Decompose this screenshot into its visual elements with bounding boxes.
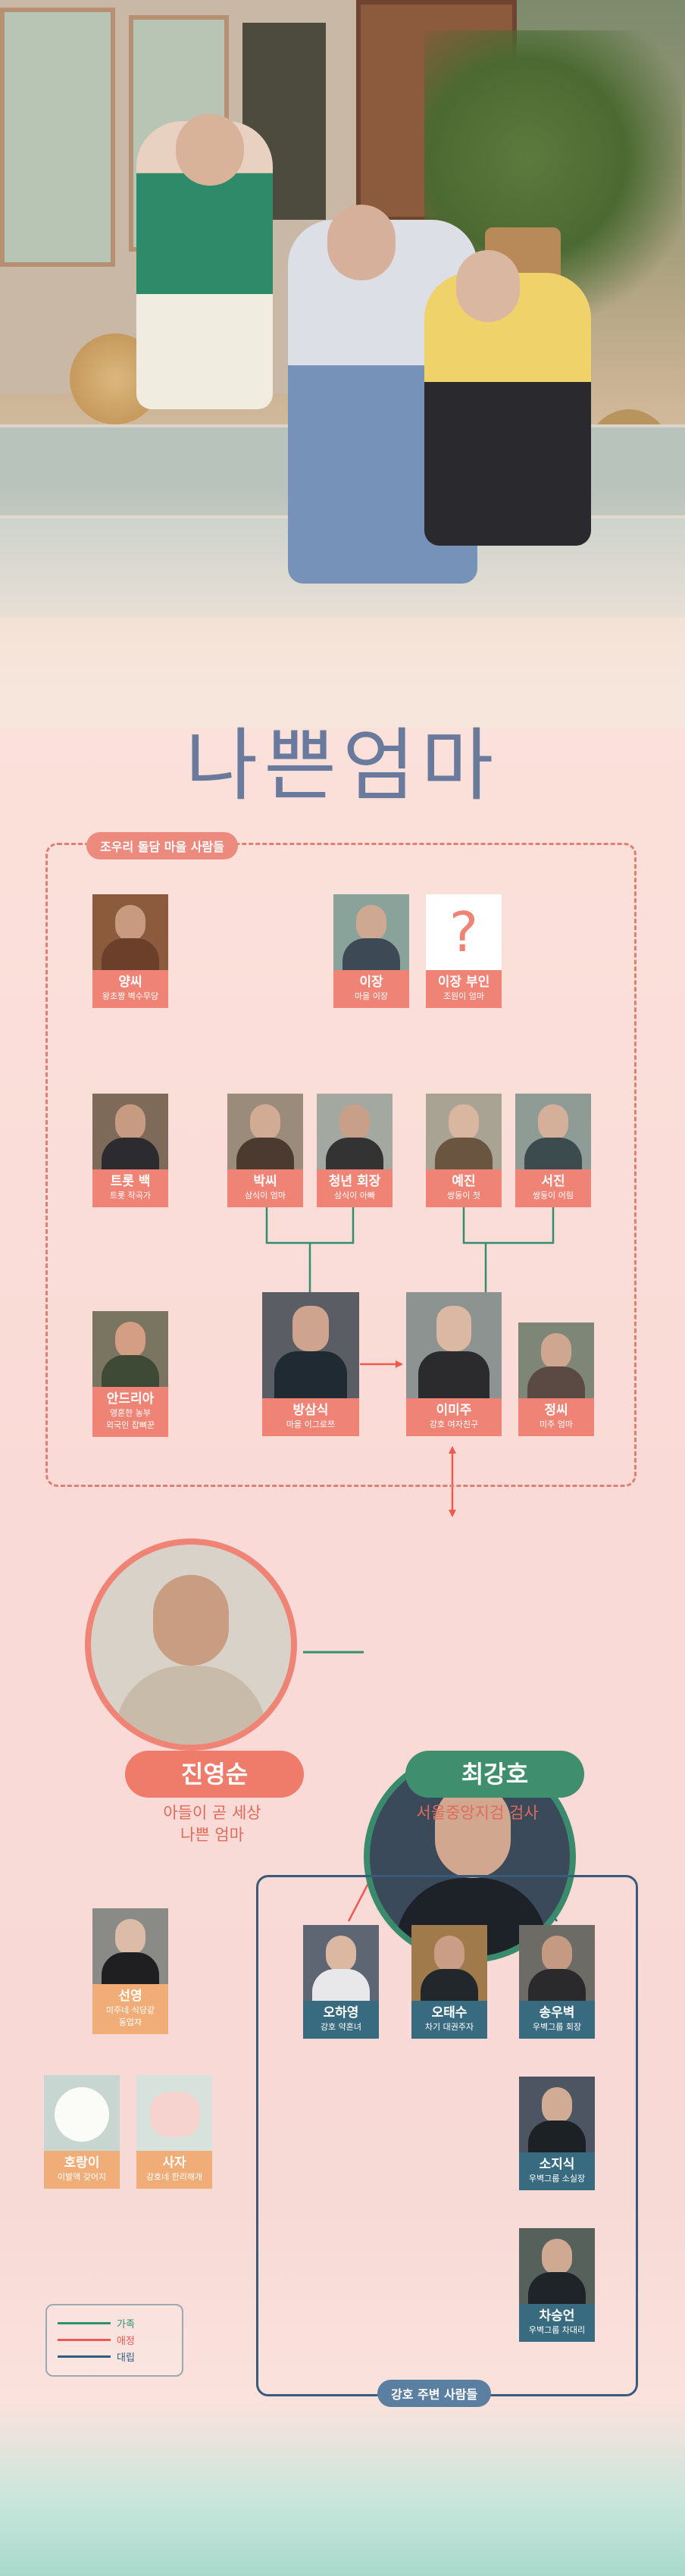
legend-love: 애정 bbox=[58, 2331, 171, 2348]
village-frame bbox=[45, 843, 637, 1487]
drama-title: 나쁜엄마 bbox=[185, 719, 500, 812]
person-son-head bbox=[327, 205, 396, 280]
portrait bbox=[262, 1292, 359, 1398]
portrait bbox=[303, 1925, 379, 2001]
portrait bbox=[317, 1094, 393, 1169]
mother-face bbox=[153, 1575, 229, 1666]
love-arrow-miju bbox=[396, 1360, 403, 1368]
legend-conflict: 대립 bbox=[58, 2348, 171, 2365]
mother-desc-1: 아들이 곧 세상 bbox=[163, 1804, 261, 1822]
portrait bbox=[519, 1925, 595, 2001]
portrait bbox=[92, 1094, 168, 1169]
village-label: 조우리 돌담 마을 사람들 bbox=[86, 832, 238, 859]
portrait bbox=[92, 1908, 168, 1984]
portrait bbox=[519, 2228, 595, 2304]
love-arrow-down bbox=[449, 1510, 456, 1517]
kangho-label: 강호 주변 사람들 bbox=[377, 2380, 492, 2407]
legend: 가족 애정 대립 bbox=[45, 2304, 183, 2377]
son-desc: 서울중앙지검 검사 bbox=[416, 1804, 539, 1822]
person-mother-head bbox=[176, 114, 244, 186]
portrait bbox=[518, 1322, 594, 1398]
portrait bbox=[92, 1311, 168, 1387]
portrait bbox=[519, 2077, 595, 2152]
son-face bbox=[435, 1784, 511, 1878]
mother-portrait[interactable] bbox=[85, 1538, 297, 1751]
love-arrow-up bbox=[449, 1446, 456, 1454]
question-mark-icon: ? bbox=[449, 900, 479, 964]
family-line-twins bbox=[462, 1205, 555, 1244]
portrait bbox=[406, 1292, 502, 1398]
portrait bbox=[92, 894, 168, 970]
portrait bbox=[515, 1094, 591, 1169]
person-girl-head bbox=[456, 250, 520, 322]
hero-photo bbox=[0, 0, 685, 728]
portrait-pig bbox=[136, 2075, 212, 2151]
portrait-dog bbox=[44, 2075, 120, 2151]
mother-name-pill: 진영순 bbox=[125, 1751, 304, 1798]
portrait bbox=[411, 1925, 487, 2001]
mother-desc-2: 나쁜 엄마 bbox=[180, 1826, 244, 1844]
portrait-unknown: ? bbox=[426, 894, 502, 970]
portrait bbox=[227, 1094, 303, 1169]
portrait bbox=[426, 1094, 502, 1169]
portrait bbox=[333, 894, 409, 970]
window-left bbox=[0, 8, 115, 267]
mother-coat bbox=[115, 1666, 267, 1745]
mother-desc: 아들이 곧 세상 나쁜 엄마 bbox=[99, 1802, 326, 1846]
legend-family: 가족 bbox=[58, 2315, 171, 2331]
person-girl bbox=[424, 273, 591, 546]
son-name-pill: 최강호 bbox=[405, 1751, 584, 1798]
